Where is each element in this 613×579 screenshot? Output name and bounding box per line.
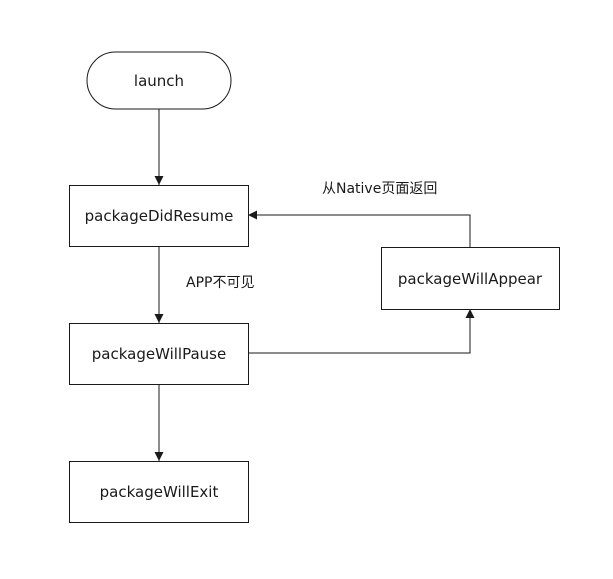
node-launch-label: launch <box>134 72 184 90</box>
node-package-will-pause-shape <box>69 323 249 385</box>
node-package-will-appear: packageWillAppear <box>381 247 560 310</box>
node-package-did-resume-label: packageDidResume <box>85 207 234 225</box>
edge-label-app-invisible: APP不可见 <box>186 275 254 291</box>
node-launch: launch <box>86 51 232 110</box>
node-package-will-pause-label: packageWillPause <box>92 345 226 363</box>
node-package-will-exit-shape <box>69 461 249 523</box>
node-package-will-appear-label: packageWillAppear <box>398 270 543 288</box>
edge-appear-to-resume <box>248 210 471 247</box>
node-package-did-resume-shape <box>69 185 249 247</box>
edge-label-return-from-native: 从Native页面返回 <box>322 181 437 197</box>
node-package-will-exit-label: packageWillExit <box>100 483 219 501</box>
node-package-will-appear-shape <box>381 247 560 310</box>
edge-pause-to-appear <box>248 309 475 354</box>
node-package-will-exit: packageWillExit <box>69 461 249 523</box>
node-package-did-resume: packageDidResume <box>69 185 249 247</box>
node-package-will-pause: packageWillPause <box>69 323 249 385</box>
